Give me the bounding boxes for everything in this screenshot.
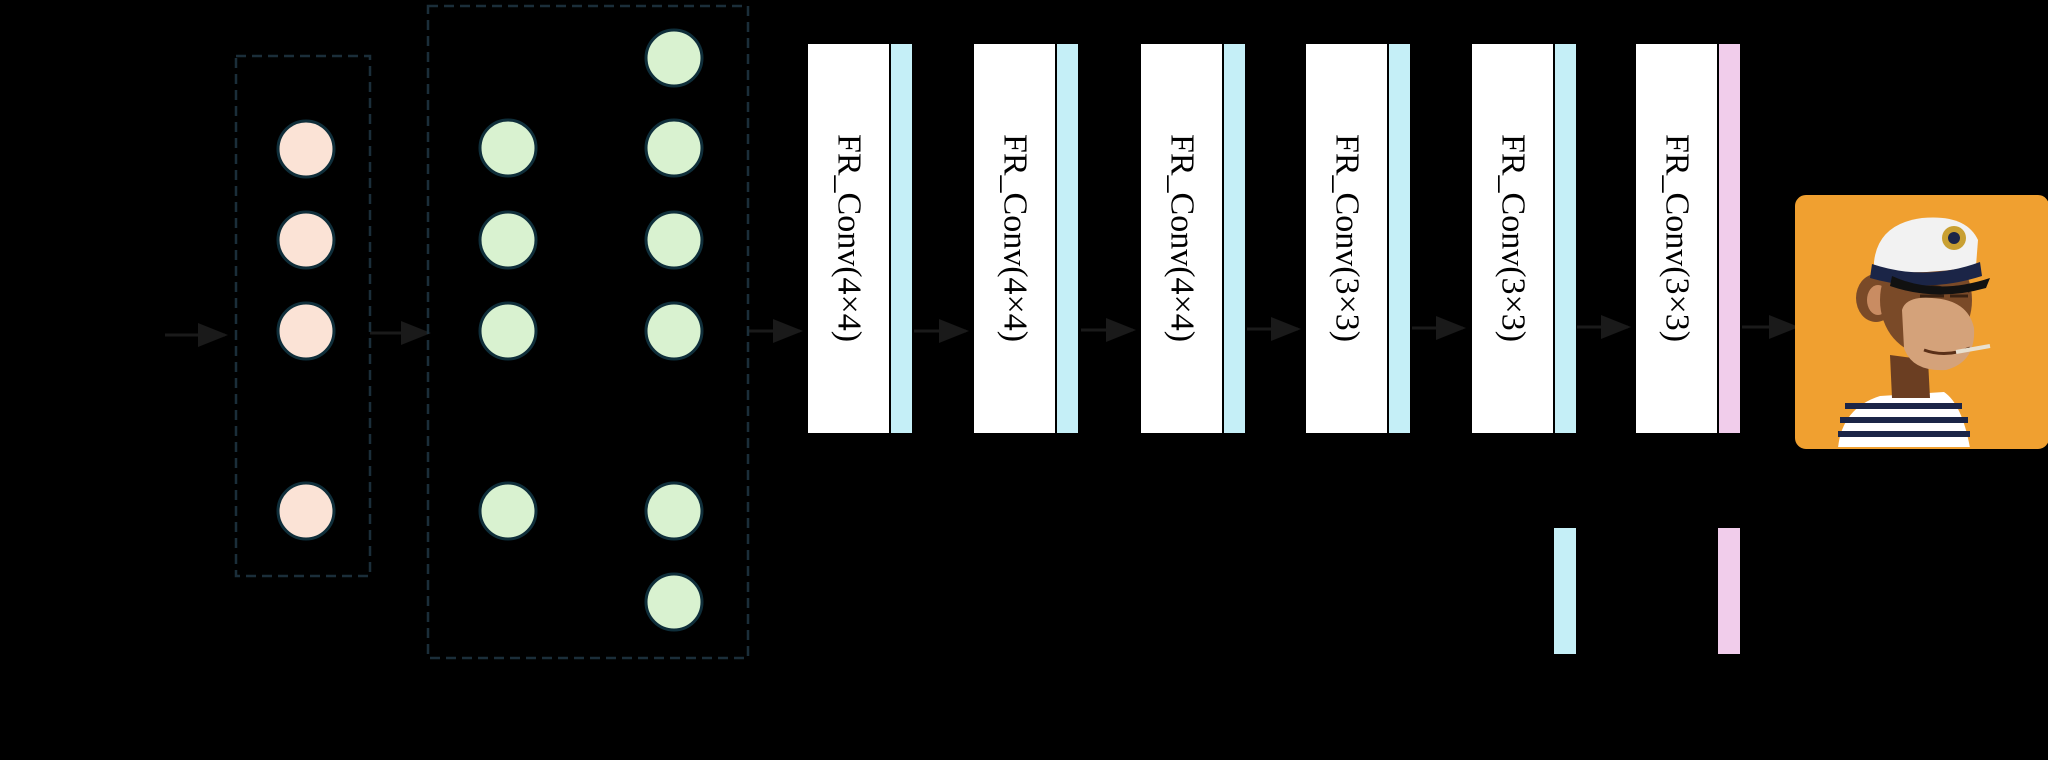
conv-block-body [1472,44,1554,433]
input-layer [234,54,372,578]
conv-block-body [974,44,1056,433]
conv-block-6: FR_Conv(3×3) [1636,44,1740,433]
hidden-node [478,210,538,270]
conv-block-1: FR_Conv(4×4) [808,44,912,433]
hidden-layer [426,4,750,660]
conv-block-2: FR_Conv(4×4) [974,44,1078,433]
conv-label: FR_Conv(4×4) [1164,134,1201,342]
conv-label: FR_Conv(3×3) [1329,134,1366,342]
legend-relu-strip [1554,528,1576,654]
input-node [276,481,336,541]
legend [1554,528,1740,654]
conv-block-body [1141,44,1223,433]
relu-strip [1388,44,1410,433]
legend-output-strip [1718,528,1740,654]
input-node [276,210,336,270]
input-node [276,119,336,179]
conv-block-body [808,44,890,433]
hidden-nodes [478,28,704,632]
relu-strip [890,44,912,433]
hidden-node [644,572,704,632]
conv-label: FR_Conv(4×4) [997,134,1034,342]
hidden-layer-box [426,4,750,660]
hidden-node [644,210,704,270]
conv-label: FR_Conv(4×4) [831,134,868,342]
conv-label: FR_Conv(3×3) [1659,134,1696,342]
hidden-node [478,481,538,541]
input-nodes [276,119,336,541]
conv-block-5: FR_Conv(3×3) [1472,44,1576,433]
relu-strip [1056,44,1078,433]
flow-arrows [165,315,1799,347]
hidden-node [478,118,538,178]
bored-ape-sailor-icon [1796,196,2048,448]
input-layer-box [234,54,372,578]
conv-blocks: FR_Conv(4×4) FR_Conv(4×4) FR_Conv(4×4) F… [808,44,1740,433]
conv-block-3: FR_Conv(4×4) [1141,44,1245,433]
output-image [1795,195,2048,449]
hidden-node [478,301,538,361]
hidden-node [644,28,704,88]
conv-block-body [1306,44,1388,433]
conv-block-body [1636,44,1718,433]
conv-block-4: FR_Conv(3×3) [1306,44,1410,433]
relu-strip [1223,44,1245,433]
hidden-node [644,481,704,541]
hidden-node [644,118,704,178]
output-strip [1718,44,1740,433]
input-node [276,301,336,361]
hidden-node [644,301,704,361]
conv-label: FR_Conv(3×3) [1495,134,1532,342]
relu-strip [1554,44,1576,433]
